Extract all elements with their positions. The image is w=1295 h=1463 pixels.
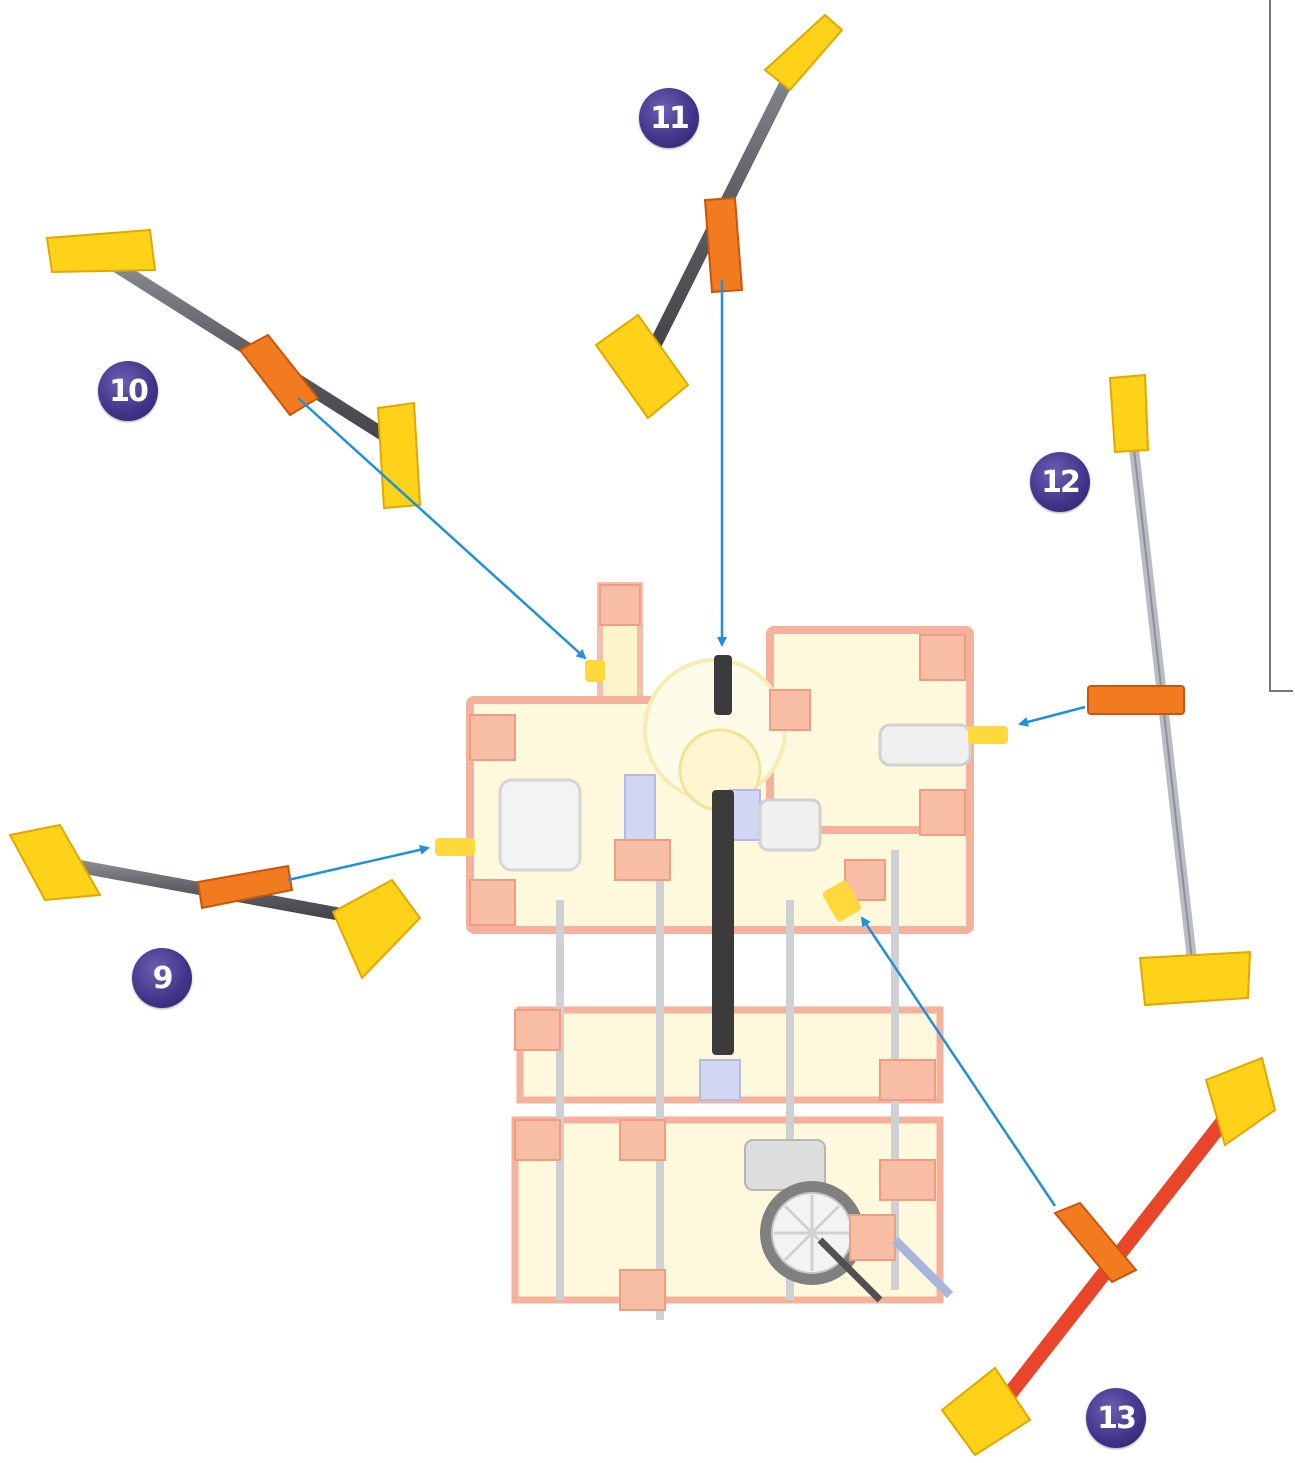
- arm-12: [1087, 373, 1252, 1007]
- inset-frame: [1269, 0, 1293, 692]
- arm-13: [940, 1056, 1277, 1457]
- arm-11: [594, 13, 844, 420]
- step-badge-12: 12: [1030, 452, 1090, 512]
- assembly-arrows: [287, 280, 1086, 1207]
- step-badge-9: 9: [132, 948, 192, 1008]
- arm-10: [45, 228, 422, 510]
- arrow-step-10: [297, 397, 587, 660]
- step-badge-11: 11: [639, 88, 699, 148]
- arrow-step-12: [1018, 705, 1086, 727]
- central-model: [435, 582, 1008, 1320]
- arrow-step-9: [287, 844, 430, 882]
- step-badge-10: 10: [98, 361, 158, 421]
- step-badge-13: 13: [1086, 1388, 1146, 1448]
- arm-9: [8, 823, 422, 980]
- arrow-step-13: [860, 916, 1057, 1207]
